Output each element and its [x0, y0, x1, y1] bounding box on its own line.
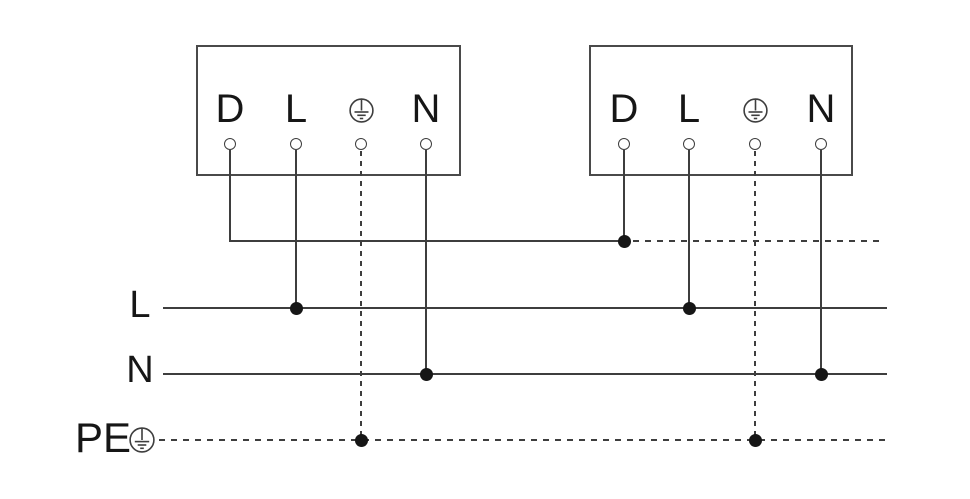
device-1-terminal-label-l: L — [284, 87, 308, 131]
device-1-terminal-l-circle — [290, 138, 302, 150]
device-2-terminal-label-n: N — [806, 87, 836, 131]
junction-dot-l-device-1 — [290, 302, 303, 315]
bus-label-pe: PE — [74, 414, 132, 461]
d-link-line-dashed — [633, 240, 884, 242]
junction-dot-d-link — [618, 235, 631, 248]
junction-dot-l-device-2 — [683, 302, 696, 315]
d-link-line-solid — [229, 240, 625, 242]
bus-label-n: N — [126, 349, 154, 391]
bus-line-l — [163, 307, 887, 309]
device-2-terminal-pe-circle — [749, 138, 761, 150]
device-1-terminal-pe-circle — [355, 138, 367, 150]
device-2-terminal-label-d: D — [609, 87, 639, 131]
device-2-wire-pe — [754, 151, 756, 441]
device-1-terminal-label-n: N — [411, 87, 441, 131]
protective-earth-icon — [349, 98, 374, 128]
device-1-wire-n — [425, 150, 427, 375]
device-1-wire-d — [229, 150, 231, 242]
device-2-box — [589, 45, 853, 176]
device-2-wire-d — [623, 150, 625, 242]
device-2-wire-l — [688, 150, 690, 309]
device-1-wire-pe — [360, 151, 362, 441]
device-2-terminal-l-circle — [683, 138, 695, 150]
device-1-box — [196, 45, 461, 176]
device-2-terminal-n-circle — [815, 138, 827, 150]
bus-line-pe — [159, 439, 887, 441]
protective-earth-icon — [743, 98, 768, 128]
bus-line-n — [163, 373, 887, 375]
device-2-terminal-d-circle — [618, 138, 630, 150]
device-1-wire-l — [295, 150, 297, 309]
device-2-wire-n — [820, 150, 822, 375]
junction-dot-n-device-2 — [815, 368, 828, 381]
device-1-terminal-d-circle — [224, 138, 236, 150]
bus-label-l: L — [129, 284, 151, 326]
junction-dot-pe-device-2 — [749, 434, 762, 447]
protective-earth-icon — [129, 427, 155, 458]
device-1-terminal-label-d: D — [215, 87, 245, 131]
junction-dot-pe-device-1 — [355, 434, 368, 447]
device-1-terminal-n-circle — [420, 138, 432, 150]
device-2-terminal-label-l: L — [677, 87, 701, 131]
junction-dot-n-device-1 — [420, 368, 433, 381]
